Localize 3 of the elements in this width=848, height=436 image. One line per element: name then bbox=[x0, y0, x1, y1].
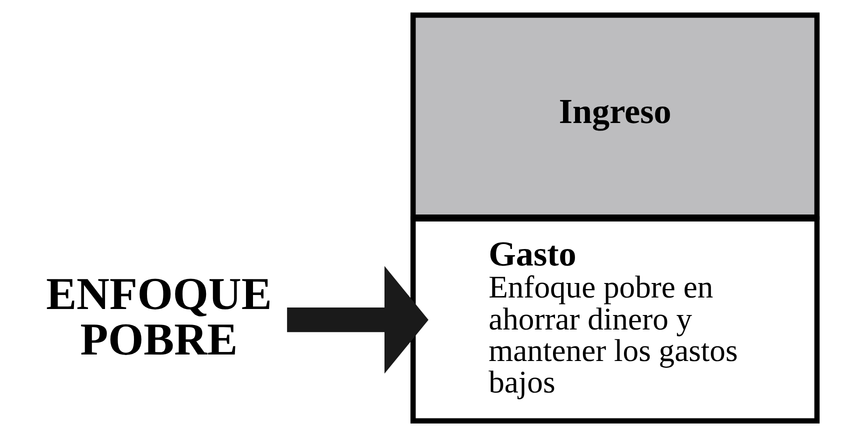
node-box: Ingreso bbox=[410, 12, 820, 220]
arrow bbox=[286, 266, 428, 374]
node-text: ENFOQUE POBRE bbox=[46, 268, 272, 365]
